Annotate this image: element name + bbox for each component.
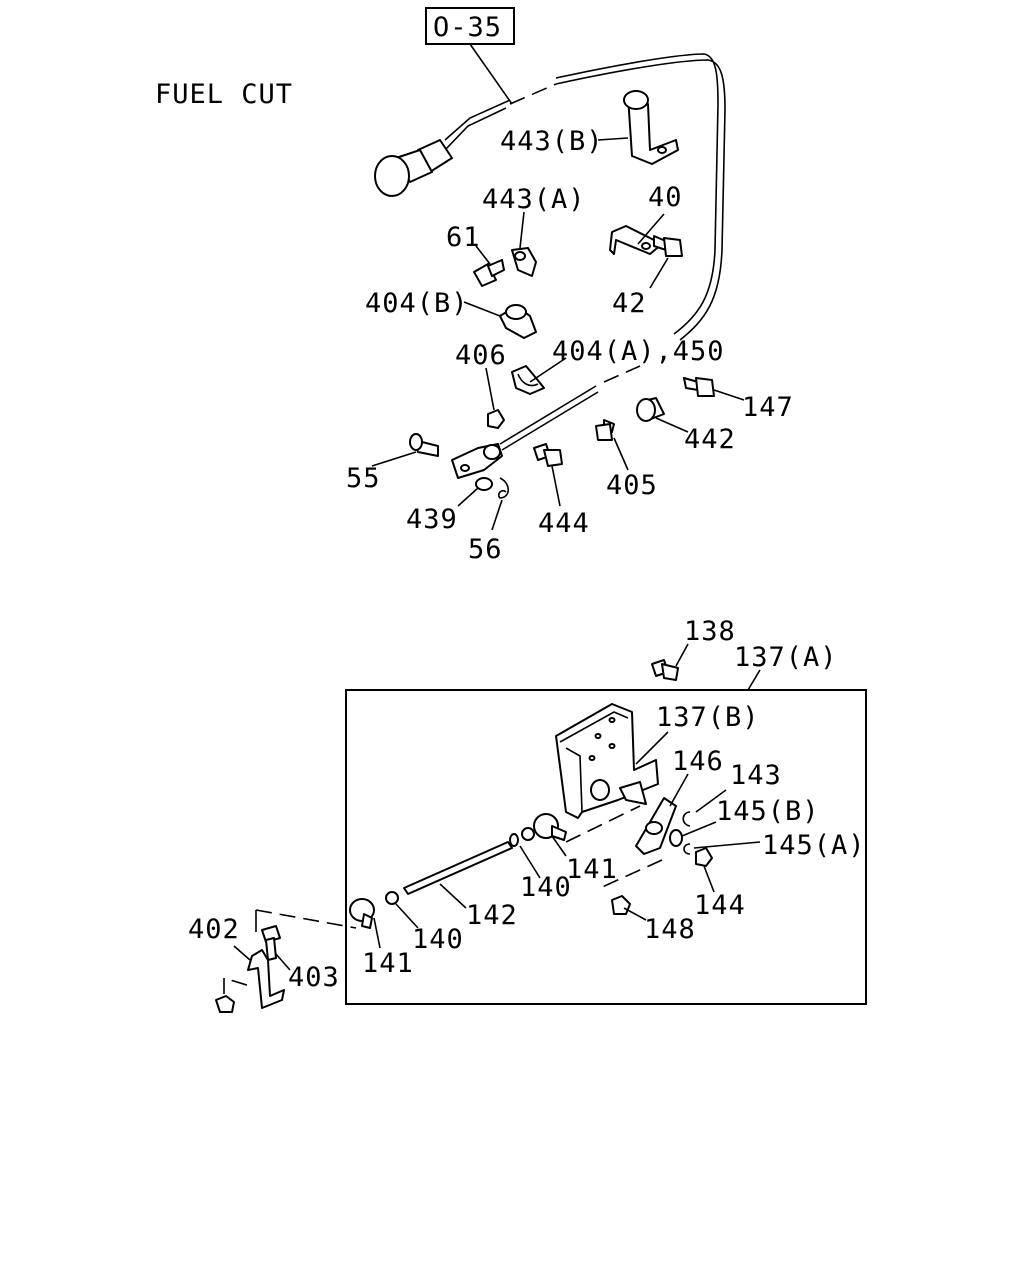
- clevis-icon: [451, 443, 503, 479]
- nut-140-right-icon: [521, 827, 535, 841]
- bolt-405-icon: [595, 419, 615, 441]
- label-140-right[interactable]: 140: [520, 872, 572, 903]
- label-138[interactable]: 138: [684, 616, 736, 647]
- clamp-404b-icon: [499, 304, 537, 339]
- washer-145b-icon: [669, 829, 683, 847]
- label-61[interactable]: 61: [446, 222, 481, 253]
- nut-402-icon: [215, 995, 235, 1013]
- label-141-left[interactable]: 141: [362, 948, 414, 979]
- label-146[interactable]: 146: [672, 746, 724, 777]
- joint-402-dashed: [255, 909, 357, 929]
- cotter-pin-56-icon: [497, 477, 510, 499]
- label-55[interactable]: 55: [346, 463, 381, 494]
- clip-143-icon: [682, 811, 691, 827]
- nut-148-icon: [611, 895, 631, 915]
- label-56[interactable]: 56: [468, 534, 503, 565]
- label-444[interactable]: 444: [538, 508, 590, 539]
- bracket-40-icon: [609, 225, 663, 255]
- label-443b[interactable]: 443(B): [500, 126, 604, 157]
- assembly-137a-frame: [345, 689, 867, 1005]
- fuel-cut-cable: [444, 43, 726, 341]
- label-439[interactable]: 439: [406, 504, 458, 535]
- label-141-right[interactable]: 141: [566, 854, 618, 885]
- ball-joint-141-left-icon: [349, 898, 375, 929]
- nut-148-dashed: [599, 859, 663, 889]
- bracket-402-icon: [247, 949, 285, 1009]
- bracket-137b-icon: [555, 703, 659, 819]
- link-rod-dashed: [565, 805, 641, 843]
- label-403[interactable]: 403: [288, 962, 340, 993]
- label-137b[interactable]: 137(B): [656, 702, 760, 733]
- label-442[interactable]: 442: [684, 424, 736, 455]
- label-404a-450[interactable]: 404(A),450: [552, 336, 725, 367]
- pin-55-icon: [409, 433, 439, 457]
- clip-145a-icon: [683, 843, 691, 855]
- bolt-147-icon: [683, 377, 715, 397]
- bolt-444-icon: [533, 443, 563, 467]
- label-142[interactable]: 142: [466, 900, 518, 931]
- nut-140-left-icon: [385, 891, 399, 905]
- bolt-403-icon: [261, 925, 281, 961]
- clamp-404a-icon: [511, 365, 545, 395]
- label-148[interactable]: 148: [644, 914, 696, 945]
- washer-439-icon: [475, 477, 493, 491]
- label-143[interactable]: 143: [730, 760, 782, 791]
- label-145a[interactable]: 145(A): [762, 830, 866, 861]
- label-402[interactable]: 402: [188, 914, 240, 945]
- label-404b[interactable]: 404(B): [365, 288, 469, 319]
- label-140-left[interactable]: 140: [412, 924, 464, 955]
- lever-plate-146-icon: [635, 797, 677, 855]
- bolt-61-icon: [473, 259, 505, 287]
- nut-144-icon: [695, 847, 713, 867]
- label-406[interactable]: 406: [455, 340, 507, 371]
- label-144[interactable]: 144: [694, 890, 746, 921]
- bolt-138-icon: [651, 659, 679, 681]
- nut-406-icon: [487, 409, 505, 429]
- reference-box-label[interactable]: O-35: [433, 12, 502, 43]
- spacer-442-icon: [636, 397, 665, 422]
- ball-joint-141-right-icon: [533, 813, 567, 841]
- label-42[interactable]: 42: [612, 288, 647, 319]
- label-147[interactable]: 147: [742, 392, 794, 423]
- rod-142-icon: [403, 841, 513, 895]
- label-40[interactable]: 40: [648, 182, 683, 213]
- label-443a[interactable]: 443(A): [482, 184, 586, 215]
- label-137a[interactable]: 137(A): [734, 642, 838, 673]
- pull-knob-icon: [374, 139, 453, 197]
- bracket-443b-icon: [623, 90, 679, 165]
- nut-140-right-b-icon: [509, 833, 519, 847]
- bolt-42-icon: [653, 235, 683, 257]
- label-145b[interactable]: 145(B): [716, 796, 820, 827]
- section-title: FUEL CUT: [155, 79, 293, 110]
- clip-443a-icon: [511, 247, 537, 277]
- label-405[interactable]: 405: [606, 470, 658, 501]
- inner-cable: [499, 365, 641, 451]
